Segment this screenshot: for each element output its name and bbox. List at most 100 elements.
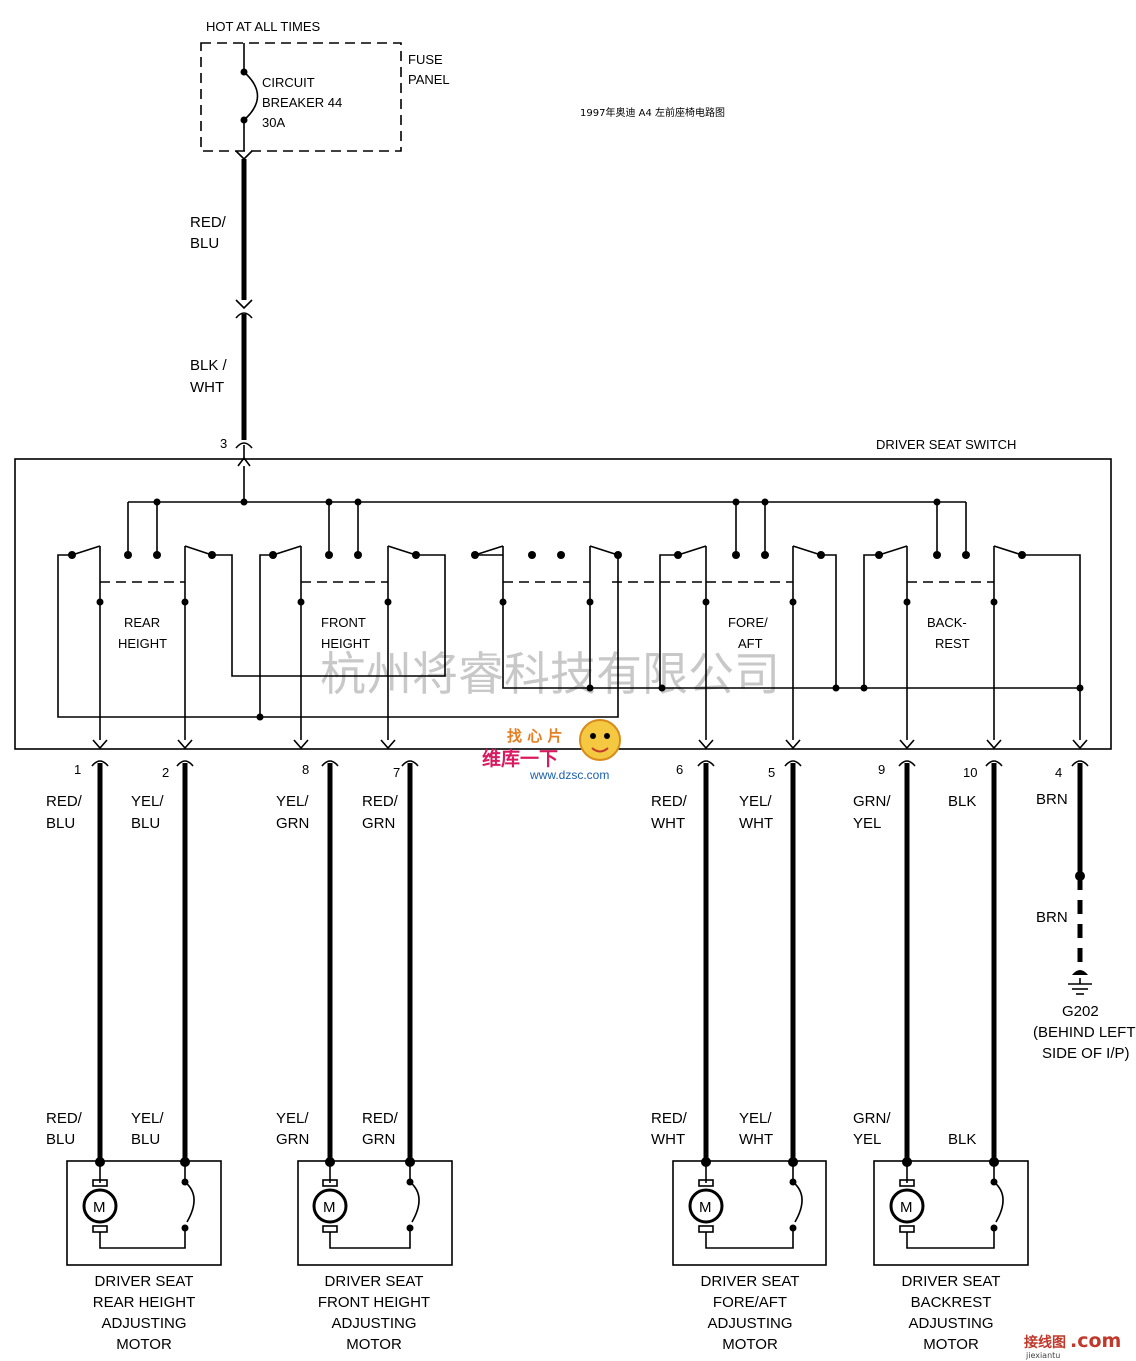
motor2-caption-3: ADJUSTING [331, 1315, 416, 1332]
motor1-caption-2: REAR HEIGHT [93, 1294, 196, 1311]
driver-seat-switch-box [14, 458, 1112, 750]
motor1-caption-1: DRIVER SEAT [95, 1273, 194, 1290]
wire5-color-b: WHT [739, 815, 773, 832]
watermark: 杭州将睿科技有限公司 [320, 647, 780, 701]
wire9-color-b: YEL [853, 815, 881, 832]
feed-wire [235, 159, 253, 467]
wire1-color-a: RED/ [46, 793, 83, 810]
motor-symbol-2: M [323, 1199, 336, 1216]
wire1-color-b: BLU [46, 815, 75, 832]
switch-internals [57, 466, 1084, 740]
motor1-caption-4: MOTOR [116, 1336, 172, 1353]
fuse-panel-label-2: PANEL [408, 72, 450, 87]
motor3-caption-2: FORE/AFT [713, 1294, 787, 1311]
motor-wires [97, 763, 997, 1162]
wire5-color-a: YEL/ [739, 793, 772, 810]
motor3-wire-a-color-a: RED/ [651, 1110, 688, 1127]
motor3-caption-3: ADJUSTING [707, 1315, 792, 1332]
section-front-height-1: FRONT [321, 615, 366, 630]
pin-10: 10 [963, 765, 977, 780]
logo-mid-text: 维库一下 [482, 747, 558, 770]
circuit-breaker-symbol [235, 43, 259, 161]
section-rear-height-1: REAR [124, 615, 160, 630]
motor3-caption-4: MOTOR [722, 1336, 778, 1353]
wire9-color-a: GRN/ [853, 793, 891, 810]
feed-wire-color-2a: BLK / [190, 357, 228, 374]
corner-logo-url: jiexiantu [1025, 1351, 1060, 1360]
logo-top-text: 找 心 片 [507, 727, 562, 745]
motor-symbol-4: M [900, 1199, 913, 1216]
motor4-wire-b-color: BLK [948, 1131, 976, 1148]
motor2-caption-2: FRONT HEIGHT [318, 1294, 430, 1311]
breaker-label-1: CIRCUIT [262, 75, 315, 90]
motor2-wire-a-color-a: YEL/ [276, 1110, 309, 1127]
breaker-label-2: BREAKER 44 [262, 95, 342, 110]
pin-6: 6 [676, 762, 683, 777]
diagram-title: 1997年奥迪 A4 左前座椅电路图 [580, 106, 725, 119]
dzsc-logo: 找 心 片 维库一下 www.dzsc.com [482, 719, 621, 782]
fuse-panel-label-1: FUSE [408, 52, 443, 67]
pin-9: 9 [878, 762, 885, 777]
feed-wire-color-1b: BLU [190, 235, 219, 252]
pin-8: 8 [302, 762, 309, 777]
ground-id: G202 [1062, 1003, 1099, 1020]
wire6-color-b: WHT [651, 815, 685, 832]
driver-seat-switch-label: DRIVER SEAT SWITCH [876, 437, 1016, 452]
motor2-caption-1: DRIVER SEAT [325, 1273, 424, 1290]
motor3-caption-1: DRIVER SEAT [701, 1273, 800, 1290]
wire6-color-a: RED/ [651, 793, 688, 810]
motor-backrest [873, 1157, 1029, 1266]
section-fore-aft-1: FORE/ [728, 615, 768, 630]
section-fore-aft-2: AFT [738, 636, 763, 651]
motor3-wire-b-color-b: WHT [739, 1131, 773, 1148]
corner-logo: 接线图 .com jiexiantu [1024, 1330, 1121, 1360]
section-front-height-2: HEIGHT [321, 636, 370, 651]
wire8-color-b: GRN [276, 815, 309, 832]
motor4-caption-2: BACKREST [911, 1294, 992, 1311]
motor2-wire-a-color-b: GRN [276, 1131, 309, 1148]
logo-url: www.dzsc.com [529, 768, 609, 782]
wire10-color: BLK [948, 793, 976, 810]
corner-logo-com: .com [1070, 1330, 1121, 1352]
motor3-wire-a-color-b: WHT [651, 1131, 685, 1148]
fuse-panel-box [200, 42, 402, 152]
motor1-wire-a-color-a: RED/ [46, 1110, 83, 1127]
ground-location-1: (BEHIND LEFT [1033, 1024, 1136, 1041]
motor4-wire-a-color-b: YEL [853, 1131, 881, 1148]
wire2-color-a: YEL/ [131, 793, 164, 810]
motor-symbol-3: M [699, 1199, 712, 1216]
wire7-color-a: RED/ [362, 793, 399, 810]
motor1-wire-a-color-b: BLU [46, 1131, 75, 1148]
switch-input-pin: 3 [220, 436, 227, 451]
section-rear-height-2: HEIGHT [118, 636, 167, 651]
pin-5: 5 [768, 765, 775, 780]
pin-2: 2 [162, 765, 169, 780]
motor4-caption-4: MOTOR [923, 1336, 979, 1353]
feed-wire-color-1a: RED/ [190, 214, 227, 231]
section-backrest-2: REST [935, 636, 970, 651]
wire7-color-b: GRN [362, 815, 395, 832]
motor-fore-aft [672, 1157, 827, 1266]
motor2-wire-b-color-a: RED/ [362, 1110, 399, 1127]
motor1-caption-3: ADJUSTING [101, 1315, 186, 1332]
section-backrest-1: BACK- [927, 615, 967, 630]
motor4-caption-1: DRIVER SEAT [902, 1273, 1001, 1290]
hot-at-all-times-label: HOT AT ALL TIMES [206, 19, 320, 34]
motor2-caption-4: MOTOR [346, 1336, 402, 1353]
feed-wire-color-2b: WHT [190, 379, 224, 396]
ground-wire-color: BRN [1036, 909, 1068, 926]
pin-4: 4 [1055, 765, 1062, 780]
motor3-wire-b-color-a: YEL/ [739, 1110, 772, 1127]
motor1-wire-b-color-b: BLU [131, 1131, 160, 1148]
pin-7: 7 [393, 765, 400, 780]
motor-front-height [297, 1157, 453, 1266]
breaker-label-3: 30A [262, 115, 285, 130]
wire2-color-b: BLU [131, 815, 160, 832]
motor4-caption-3: ADJUSTING [908, 1315, 993, 1332]
ground-wire [1068, 763, 1092, 995]
pin-1: 1 [74, 762, 81, 777]
wire4-color: BRN [1036, 791, 1068, 808]
ground-location-2: SIDE OF I/P) [1042, 1045, 1130, 1062]
motor1-wire-b-color-a: YEL/ [131, 1110, 164, 1127]
